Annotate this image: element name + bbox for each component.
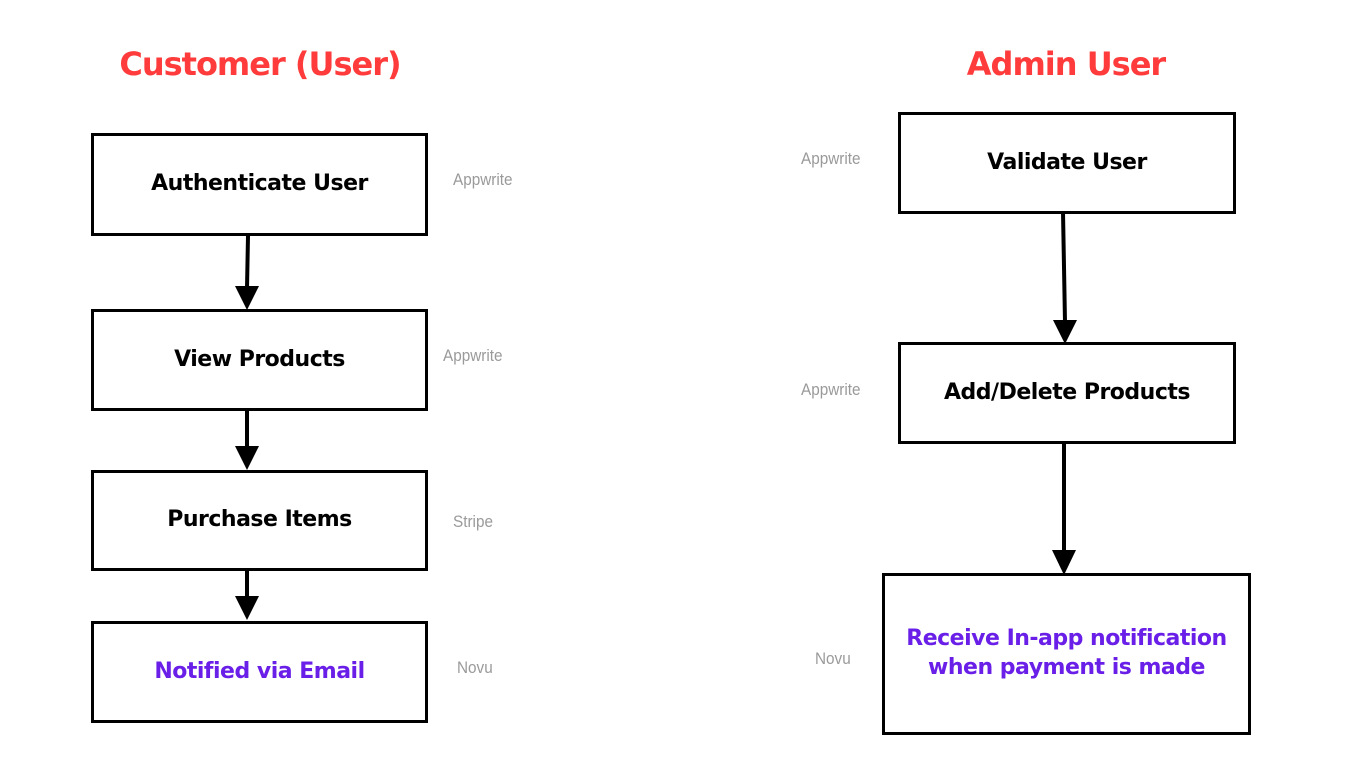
admin-arrow-2-head (1052, 550, 1076, 575)
admin-tech-label: Appwrite (801, 380, 861, 399)
customer-arrow-2-head (235, 446, 259, 470)
customer-tech-label: Appwrite (453, 170, 513, 189)
customer-step-label: Authenticate User (151, 171, 368, 197)
admin-title: Admin User (966, 45, 1166, 83)
customer-step-label: View Products (174, 346, 345, 372)
customer-step-label: Notified via Email (154, 658, 365, 684)
admin-arrow-1 (1061, 211, 1067, 323)
customer-arrow-1-head (235, 286, 259, 310)
admin-tech-label: Appwrite (801, 149, 861, 168)
admin-step-validate: Validate User (898, 112, 1236, 214)
customer-step-view-products: View Products (91, 309, 428, 411)
customer-tech-label: Stripe (453, 512, 493, 531)
customer-arrow-3-head (235, 596, 259, 620)
customer-title: Customer (User) (119, 45, 401, 83)
admin-step-label: Validate User (987, 149, 1147, 175)
admin-step-label: Add/Delete Products (944, 379, 1190, 405)
admin-tech-label: Novu (815, 649, 851, 668)
admin-step-receive-notification: Receive In-app notification when payment… (882, 573, 1251, 735)
customer-tech-label: Novu (457, 658, 493, 677)
customer-step-purchase: Purchase Items (91, 470, 428, 571)
customer-step-label: Purchase Items (167, 507, 352, 533)
admin-arrow-1-head (1053, 320, 1077, 344)
customer-arrow-1 (245, 235, 250, 289)
customer-step-notified: Notified via Email (91, 621, 428, 723)
customer-tech-label: Appwrite (443, 346, 503, 365)
admin-step-label: Receive In-app notification when payment… (906, 626, 1227, 680)
customer-step-authenticate: Authenticate User (91, 133, 428, 236)
admin-step-add-delete: Add/Delete Products (898, 342, 1236, 444)
